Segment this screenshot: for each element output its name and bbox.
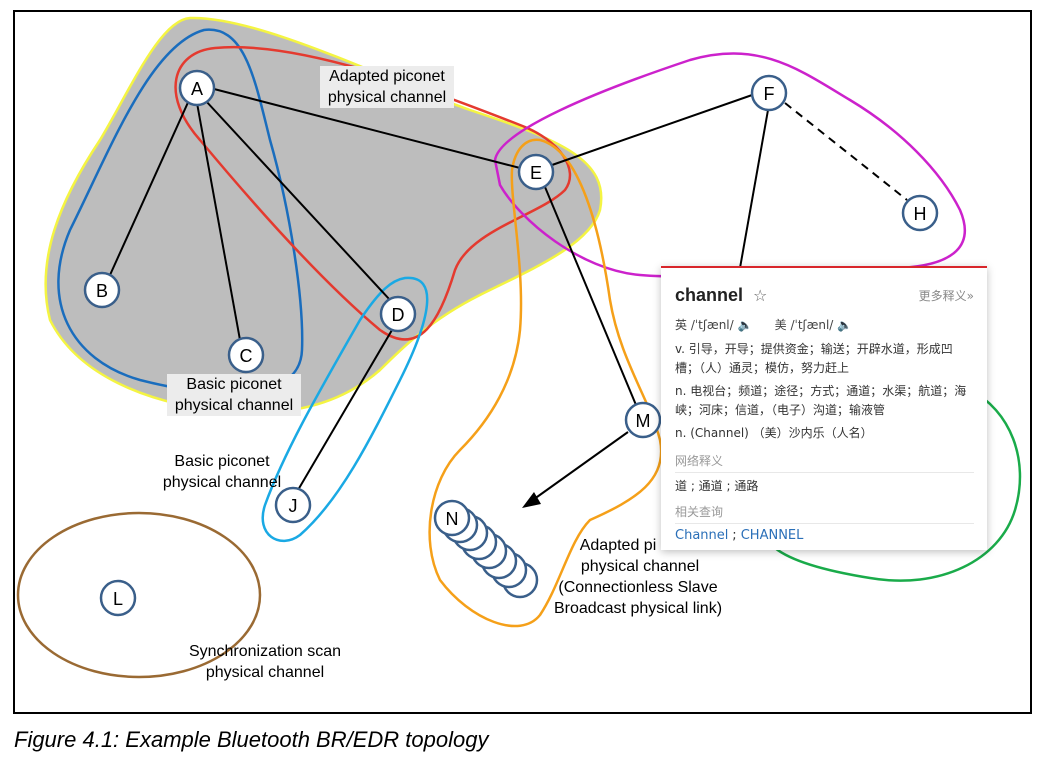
arrow-head	[522, 492, 541, 508]
label-adapted-bottom-2: physical channel	[581, 558, 699, 575]
green-channel-outline	[774, 388, 1022, 582]
phonetic-us-label: 美	[774, 318, 787, 332]
link-a-c	[196, 102, 241, 341]
favorite-star-icon[interactable]: ☆	[753, 285, 768, 305]
link-a-b	[109, 97, 191, 276]
phonetic-uk: 英 /ˈtʃænl/ 🔈	[675, 316, 753, 333]
phonetic-uk-text: /ˈtʃænl/	[690, 317, 734, 332]
definition-noun: n. 电视台；频道；途径；方式；通道；水渠；航道；海峡；河床；信道，（电子）沟道…	[675, 384, 967, 417]
adapted-piconet-channel-outline	[174, 45, 572, 341]
node-l	[99, 579, 137, 617]
label-basic-left-1: Basic piconet	[186, 376, 282, 393]
dictionary-popup[interactable]: channel ☆ 更多释义» 英 /ˈtʃænl/ 🔈 美 /ˈtʃænl/ …	[661, 266, 987, 550]
node-f	[750, 74, 788, 112]
related-link-channel-caps[interactable]: CHANNEL	[740, 528, 804, 543]
phonetics-row: 英 /ˈtʃænl/ 🔈 美 /ˈtʃænl/ 🔈	[675, 316, 974, 333]
node-e	[517, 153, 555, 191]
label-adapted-bottom-4: Broadcast physical link)	[554, 600, 722, 617]
web-definitions-body: 道 ; 通道 ; 通路	[675, 479, 759, 493]
node-label-c: C	[240, 346, 253, 366]
web-definitions-title: 网络释义	[675, 452, 974, 473]
related-queries: Channel ; CHANNEL	[675, 528, 974, 543]
definition-name: n. (Channel) （美）沙内乐（人名）	[675, 426, 873, 440]
node-label-d: D	[392, 305, 405, 325]
link-e-m	[544, 186, 637, 406]
popup-header: channel ☆ 更多释义»	[675, 282, 974, 308]
node-m	[624, 401, 662, 439]
node-h	[901, 194, 939, 232]
link-a-e	[213, 88, 521, 169]
definition-verb: v. 引导，开导；提供资金；输送；开辟水道，形成凹槽；（人）通灵；模仿，努力赶上	[675, 342, 953, 375]
label-basic-mid-1: Basic piconet	[174, 453, 270, 470]
link-d-j	[297, 329, 393, 491]
label-basic-left-2: physical channel	[175, 397, 293, 414]
phonetic-uk-label: 英	[675, 318, 688, 332]
phonetic-us: 美 /ˈtʃænl/ 🔈	[775, 316, 853, 333]
popup-word: channel	[675, 284, 744, 305]
node-label-m: M	[636, 411, 651, 431]
link-e-f	[551, 93, 756, 166]
orange-channel-outline	[428, 138, 663, 628]
node-n	[433, 499, 471, 537]
node-label-l: L	[113, 589, 123, 609]
node-label-b: B	[96, 281, 108, 301]
node-b	[83, 271, 121, 309]
label-bg-basic-left	[167, 374, 301, 416]
node-d	[379, 295, 417, 333]
link-f-line	[739, 109, 769, 269]
label-basic-mid-2: physical channel	[163, 474, 281, 491]
figure-caption: Figure 4.1: Example Bluetooth BR/EDR top…	[14, 727, 489, 752]
phonetic-us-text: /ˈtʃænl/	[790, 317, 834, 332]
more-definitions-link[interactable]: 更多释义»	[918, 288, 974, 303]
node-label-n: N	[446, 509, 459, 529]
magenta-channel-outline	[493, 52, 966, 278]
label-sync-scan-2: physical channel	[206, 664, 324, 681]
related-link-channel[interactable]: Channel	[675, 528, 729, 543]
node-label-j: J	[289, 496, 298, 516]
label-adapted-piconet-2: physical channel	[328, 89, 446, 106]
label-sync-scan-1: Synchronization scan	[189, 643, 341, 660]
links	[109, 88, 908, 503]
label-bg-adapted-top	[320, 66, 454, 108]
link-m-n-arrow	[529, 431, 629, 503]
node-label-h: H	[914, 204, 927, 224]
node-a	[178, 69, 216, 107]
node-label-f: F	[764, 84, 775, 104]
related-separator: ;	[732, 528, 741, 543]
speaker-uk-icon[interactable]: 🔈	[737, 317, 753, 332]
node-j	[274, 486, 312, 524]
link-f-h-dashed	[784, 102, 908, 201]
related-queries-title: 相关查询	[675, 503, 974, 524]
speaker-us-icon[interactable]: 🔈	[837, 317, 853, 332]
node-label-a: A	[191, 79, 203, 99]
node-label-e: E	[530, 163, 542, 183]
label-adapted-piconet-1: Adapted piconet	[329, 68, 445, 85]
basic-piconet-dj-outline	[261, 276, 429, 543]
node-c	[227, 336, 265, 374]
label-adapted-bottom-3: (Connectionless Slave	[558, 579, 717, 596]
sync-scan-outline	[16, 511, 262, 679]
label-adapted-bottom-1: Adapted pi	[580, 537, 657, 554]
figure-border	[13, 10, 1032, 714]
link-a-d	[204, 99, 391, 301]
